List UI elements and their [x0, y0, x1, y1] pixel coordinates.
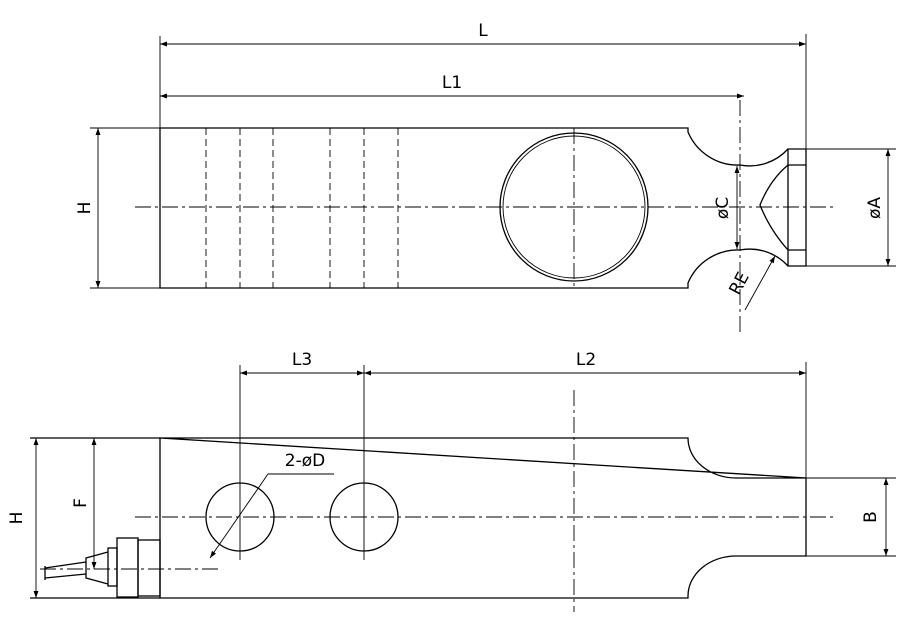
- connector-nut: [116, 537, 139, 598]
- side-view: L3 L2 2-øD H F B: [7, 350, 896, 612]
- mounting-hole-2: [329, 482, 399, 552]
- dim-label-F: F: [71, 498, 91, 508]
- side-body-outline: [159, 437, 807, 599]
- top-body-outline: [159, 127, 789, 289]
- top-end-clevis: [759, 148, 807, 267]
- dim-label-L3: L3: [292, 350, 312, 370]
- dim-label-RE: RE: [725, 269, 753, 298]
- dim-label-L1: L1: [442, 73, 462, 93]
- connector-body: [107, 547, 118, 587]
- connector-taper: [85, 551, 109, 585]
- dim-label-L: L: [478, 21, 488, 41]
- mounting-hole-1: [205, 482, 275, 552]
- connector-nut: [137, 539, 161, 597]
- cable: [44, 561, 87, 580]
- dim-label-2-phiD: 2-øD: [285, 451, 325, 471]
- dim-label-H-top: H: [75, 202, 95, 215]
- dim-label-H-bottom: H: [7, 512, 27, 525]
- dim-label-B: B: [861, 511, 881, 523]
- cable-connector: [40, 537, 220, 598]
- dim-label-phiC: øC: [713, 197, 733, 219]
- dim-label-L2: L2: [576, 350, 596, 370]
- top-view: L L1 H øC øA RE: [75, 21, 896, 335]
- dim-label-phiA: øA: [865, 197, 885, 219]
- dim-leader-D: [209, 473, 269, 559]
- dim-leader-RE: [744, 255, 776, 311]
